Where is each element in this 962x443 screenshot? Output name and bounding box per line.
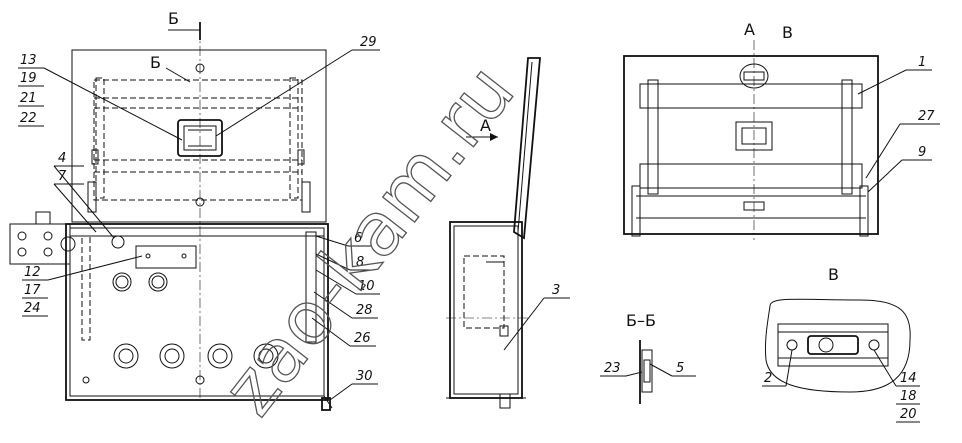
section-bb-title: Б–Б [626, 311, 656, 330]
callout-leaders [18, 49, 940, 423]
callout-18: 18 [900, 389, 917, 404]
callout-26: 26 [354, 331, 371, 346]
detail-v-title: В [828, 265, 839, 284]
callout-21: 21 [20, 91, 37, 106]
callout-29: 29 [360, 35, 377, 50]
callout-6: 6 [354, 231, 362, 246]
cabinet-body [65, 223, 329, 401]
door-frame-hidden [93, 79, 303, 201]
view-a-arrow-label: А [480, 116, 491, 135]
door-panel [71, 49, 327, 223]
side-view: А [446, 57, 541, 409]
callout-10: 10 [358, 279, 375, 294]
front-view [9, 28, 333, 411]
callout-22: 22 [20, 111, 37, 126]
callout-12: 12 [24, 265, 41, 280]
callout-14: 14 [900, 371, 917, 386]
section-b-b: Б–Б [626, 311, 656, 404]
detail-v-ref: В [782, 23, 793, 42]
view-a-title: А [744, 20, 755, 39]
callout-23: 23 [604, 361, 621, 376]
detail-v: В [765, 265, 911, 393]
callout-numbers: 13 19 21 22 29 4 7 12 17 24 6 8 10 28 26… [20, 35, 935, 422]
callout-3: 3 [552, 283, 560, 298]
callout-8: 8 [356, 255, 364, 270]
label-plate [135, 245, 197, 269]
callout-2: 2 [764, 371, 772, 386]
callout-17: 17 [24, 283, 41, 298]
callout-20: 20 [900, 407, 917, 422]
callout-9: 9 [918, 145, 926, 160]
cable-glands [113, 343, 279, 369]
callout-28: 28 [356, 303, 373, 318]
callout-27: 27 [918, 109, 935, 124]
callout-1: 1 [918, 55, 926, 70]
callout-13: 13 [20, 53, 37, 68]
view-a: А В [623, 20, 879, 240]
callout-24: 24 [24, 301, 41, 316]
callout-4: 4 [58, 151, 66, 166]
callout-5: 5 [676, 361, 684, 376]
callout-30: 30 [356, 369, 373, 384]
callout-19: 19 [20, 71, 37, 86]
side-bracket [9, 211, 76, 265]
section-mark-b: Б Б [150, 9, 201, 83]
section-b-label: Б [168, 9, 179, 28]
callout-7: 7 [58, 169, 67, 184]
section-b-arrow-label: Б [150, 53, 161, 72]
